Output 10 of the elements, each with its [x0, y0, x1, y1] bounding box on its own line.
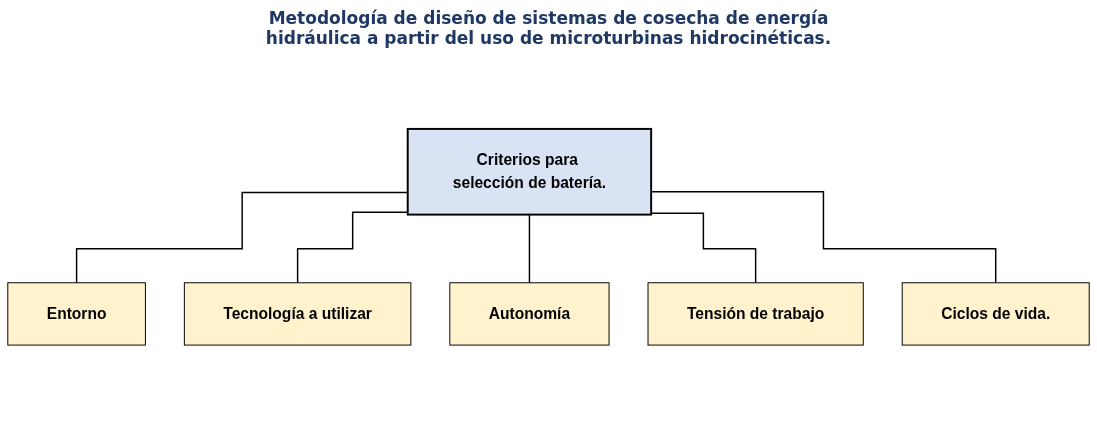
node-box: Autonomía [449, 282, 610, 346]
connector [650, 191, 997, 284]
node-box: Tensión de trabajo [647, 282, 864, 346]
connector [650, 212, 757, 284]
node-box: Criterios para selección de batería. [406, 127, 653, 216]
node-box: Ciclos de vida. [901, 282, 1090, 346]
diagram-title: Metodología de diseño de sistemas de cosecha de energía hidráulica a partir del uso de microturbinas hidrocinéticas. [264, 8, 833, 48]
node-box: Entorno [7, 282, 146, 346]
connector [528, 213, 531, 284]
node-box: Tecnología a utilizar [183, 282, 412, 346]
